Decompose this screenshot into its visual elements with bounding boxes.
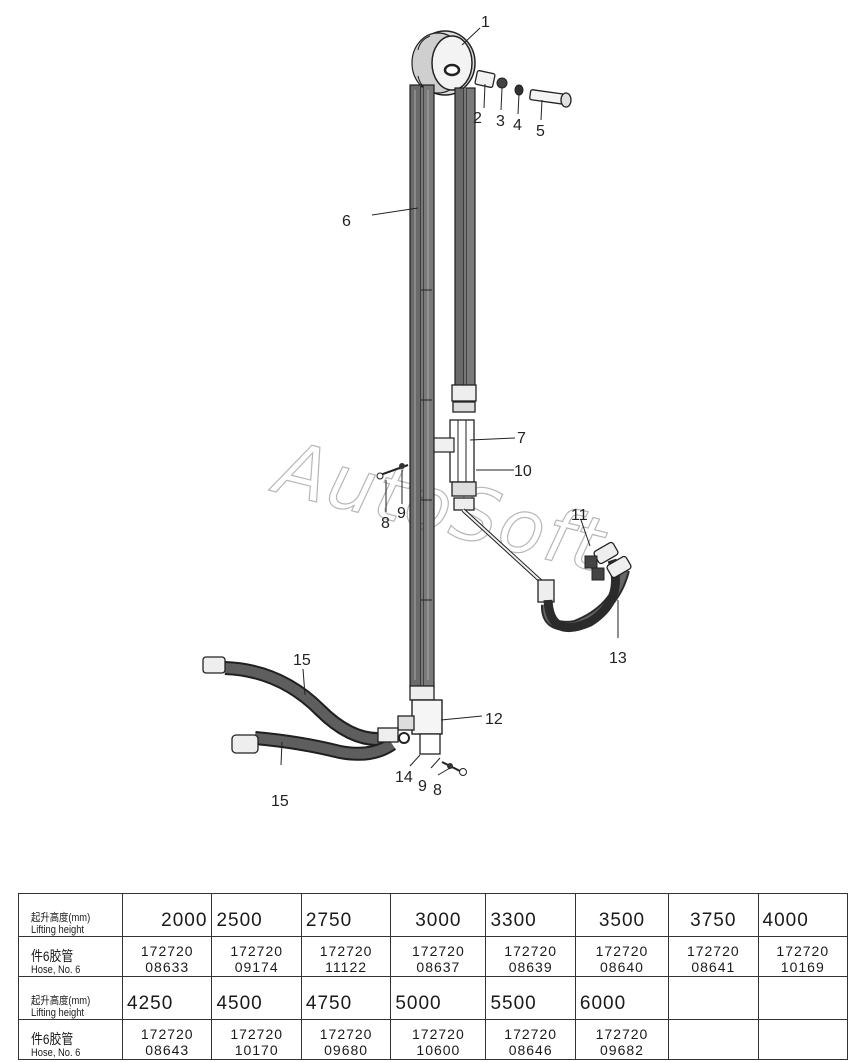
label-lifting-height: 起升高度(mm) Lifting height: [17, 976, 124, 1020]
callout-1: 1: [481, 14, 490, 31]
height-cell: [668, 976, 759, 1020]
label-lifting-height: 起升高度(mm) Lifting height: [17, 893, 124, 937]
height-cell: 4000: [757, 893, 848, 937]
callout-10: 10: [514, 463, 532, 480]
hydraulic-hose-diagram: AutoSoft: [202, 14, 632, 810]
height-cell: 2000: [122, 893, 213, 937]
callout-14: 14: [395, 769, 413, 786]
table-row-heights-b: 起升高度(mm) Lifting height 4250 4500 4750 5…: [17, 976, 848, 1020]
label-hose-no6: 件6胶管 Hose, No. 6: [17, 1019, 124, 1060]
callout-4: 4: [513, 117, 522, 134]
callout-12: 12: [485, 711, 503, 728]
callout-9-upper: 9: [397, 505, 406, 522]
hose-part-number-table: 起升高度(mm) Lifting height 2000 2500 2750 3…: [17, 893, 848, 1060]
height-cell: 3500: [574, 893, 670, 937]
height-cell: 3300: [485, 893, 576, 937]
height-cell: 3750: [668, 893, 759, 937]
callout-9-lower: 9: [418, 778, 427, 795]
callout-15-upper: 15: [293, 652, 311, 669]
axle-parts: [474, 70, 572, 108]
callout-15-lower: 15: [271, 793, 289, 810]
height-cell: 4500: [211, 976, 302, 1020]
pulley-assembly: [411, 30, 476, 96]
left-hose-pair: [202, 656, 399, 761]
leader-lines: [280, 27, 619, 776]
bottom-valve-block: [397, 685, 467, 776]
right-hose-assembly: [461, 508, 632, 633]
height-cell: 6000: [574, 976, 670, 1020]
height-cell: [757, 976, 848, 1020]
callout-13: 13: [609, 650, 627, 667]
callout-5: 5: [536, 123, 545, 140]
part-number-cell: [757, 1019, 848, 1060]
table-row-heights-a: 起升高度(mm) Lifting height 2000 2500 2750 3…: [17, 893, 848, 937]
height-cell: 2750: [300, 893, 392, 937]
callout-3: 3: [496, 113, 505, 130]
callout-6: 6: [342, 213, 351, 230]
height-cell: 5500: [485, 976, 576, 1020]
height-cell: 3000: [390, 893, 487, 937]
upper-bolt: [376, 463, 409, 480]
height-cell: 4750: [300, 976, 392, 1020]
height-cell: 4250: [122, 976, 213, 1020]
mid-fittings: [433, 384, 477, 511]
callout-2: 2: [473, 110, 482, 127]
label-hose-no6: 件6胶管 Hose, No. 6: [17, 936, 124, 977]
height-cell: 2500: [211, 893, 302, 937]
callout-11: 11: [571, 507, 588, 524]
part-number-cell: [668, 1019, 759, 1060]
callout-8-upper: 8: [381, 515, 390, 532]
callout-8-lower: 8: [433, 782, 442, 799]
callout-7: 7: [517, 430, 526, 447]
height-cell: 5000: [390, 976, 487, 1020]
